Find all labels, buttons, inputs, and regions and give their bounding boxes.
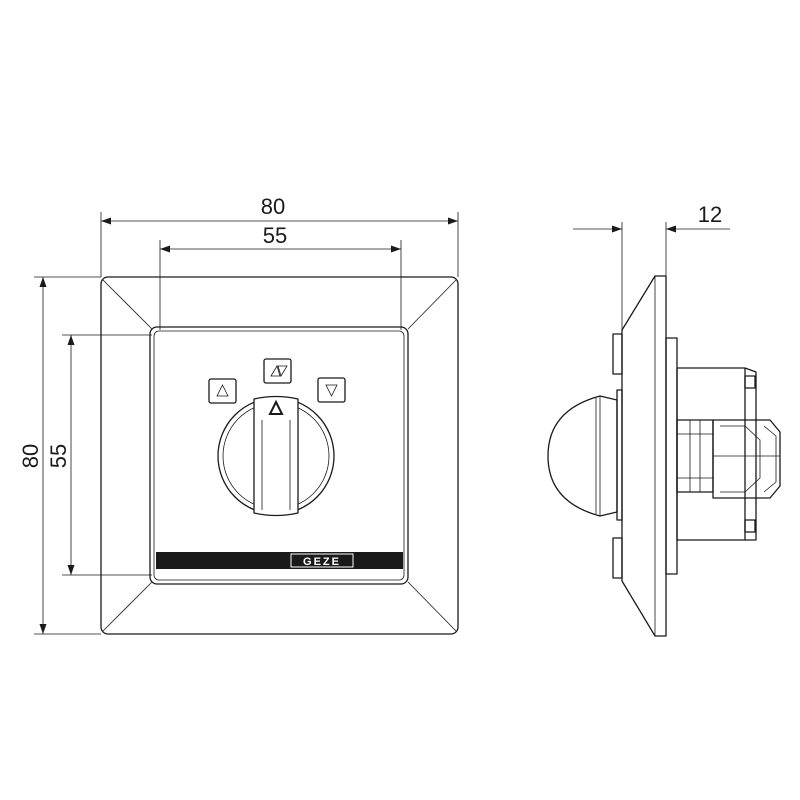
rotary-knob[interactable] [217, 395, 335, 517]
button-down[interactable] [317, 377, 346, 403]
triangle-up-icon [216, 384, 229, 397]
button-auto[interactable] [263, 358, 292, 384]
button-up[interactable] [208, 378, 237, 404]
knob-marker-icon [268, 399, 284, 415]
outer-frame [100, 276, 459, 635]
side-view: 12 [547, 202, 781, 637]
dim-height-inner: 55 [46, 444, 71, 468]
inner-frame [149, 326, 409, 585]
front-view: GEZE 80 55 80 55 [18, 194, 459, 635]
side-terminal [712, 419, 781, 499]
double-triangle-icon [270, 365, 288, 377]
side-plate [621, 275, 667, 637]
dim-width-inner: 55 [263, 223, 287, 248]
dim-depth: 12 [698, 202, 722, 227]
brand-bar [156, 552, 403, 569]
triangle-down-icon [325, 384, 338, 397]
brand-logo: GEZE [303, 556, 341, 568]
side-knob [547, 395, 618, 517]
logo-box [290, 553, 354, 568]
dim-width-outer: 80 [261, 194, 285, 219]
dim-height-outer: 80 [18, 444, 43, 468]
side-body [676, 367, 746, 541]
